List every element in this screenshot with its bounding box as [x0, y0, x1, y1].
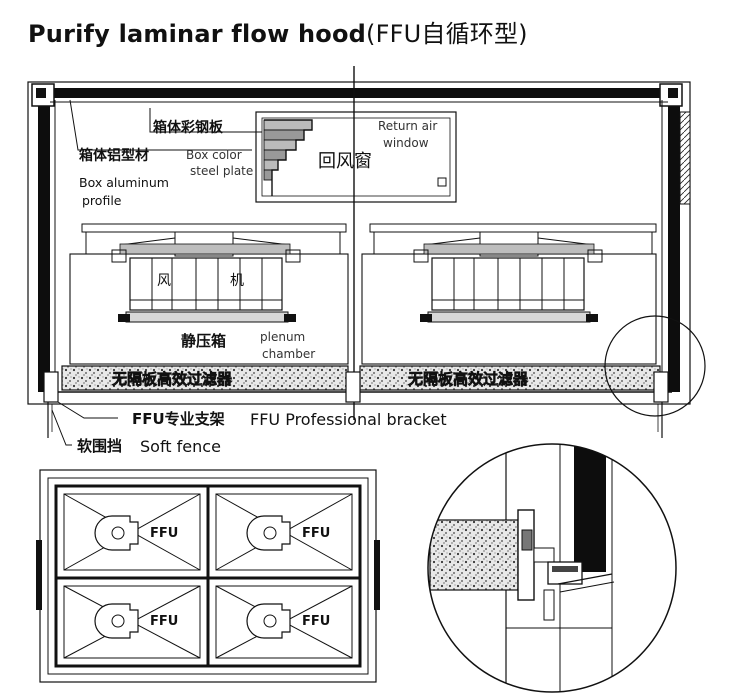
- bracket-detail-view: [427, 443, 677, 693]
- return-air-label-en-1: Return air: [378, 119, 438, 133]
- ffu-module-right: [361, 223, 657, 365]
- filter-right-label: 无隔板高效过滤器: [407, 370, 529, 388]
- ffu-module-left: [69, 223, 349, 365]
- ffu-label-3: FFU: [150, 614, 178, 629]
- return-air-window: [255, 111, 457, 203]
- box-steel-label-cn: 箱体彩钢板: [153, 120, 223, 136]
- box-alu-label-en-1: Box aluminum: [79, 175, 169, 190]
- fan-label-1: 风: [157, 273, 171, 289]
- filter-left-label: 无隔板高效过滤器: [111, 370, 233, 388]
- leader-lines: [51, 99, 262, 446]
- box-steel-label-en-2: steel plate: [190, 164, 254, 178]
- plenum-label-en-1: plenum: [260, 330, 306, 344]
- box-steel-label-en-1: Box color: [186, 148, 242, 162]
- filter-labels: 无隔板高效过滤器 无隔板高效过滤器: [111, 370, 530, 389]
- hood-outer-outline: [27, 81, 691, 405]
- hood-elevation: [27, 66, 706, 438]
- top-beam: [38, 88, 676, 98]
- bracket-label-en: FFU Professional bracket: [250, 410, 447, 429]
- fence-label-cn: 软围挡: [77, 437, 123, 455]
- return-air-label-cn: 回风窗: [318, 151, 372, 172]
- ffu-label-2: FFU: [302, 526, 330, 541]
- hepa-filter-left: [61, 365, 349, 391]
- left-post: [38, 96, 50, 392]
- page-title: Purify laminar flow hood(FFU自循环型): [28, 20, 528, 48]
- plenum-label-en-2: chamber: [262, 347, 316, 361]
- ffu-label-1: FFU: [150, 526, 178, 541]
- bracket-label-cn: FFU专业支架: [132, 410, 225, 428]
- fan-label-2: 机: [230, 273, 244, 289]
- box-alu-label-en-2: profile: [82, 193, 122, 208]
- fence-label-en: Soft fence: [140, 437, 221, 456]
- return-air-label-en-2: window: [383, 136, 429, 150]
- plenum-label-cn: 静压箱: [181, 332, 227, 350]
- detail-marker-circle: [604, 315, 706, 417]
- hood-plan-view: [36, 469, 380, 683]
- ffu-plan-labels: FFU FFU FFU FFU: [150, 526, 330, 629]
- right-post: [668, 96, 680, 392]
- ffu-label-4: FFU: [302, 614, 330, 629]
- return-air-grille: [263, 119, 313, 196]
- box-alu-label-cn: 箱体铝型材: [79, 148, 149, 164]
